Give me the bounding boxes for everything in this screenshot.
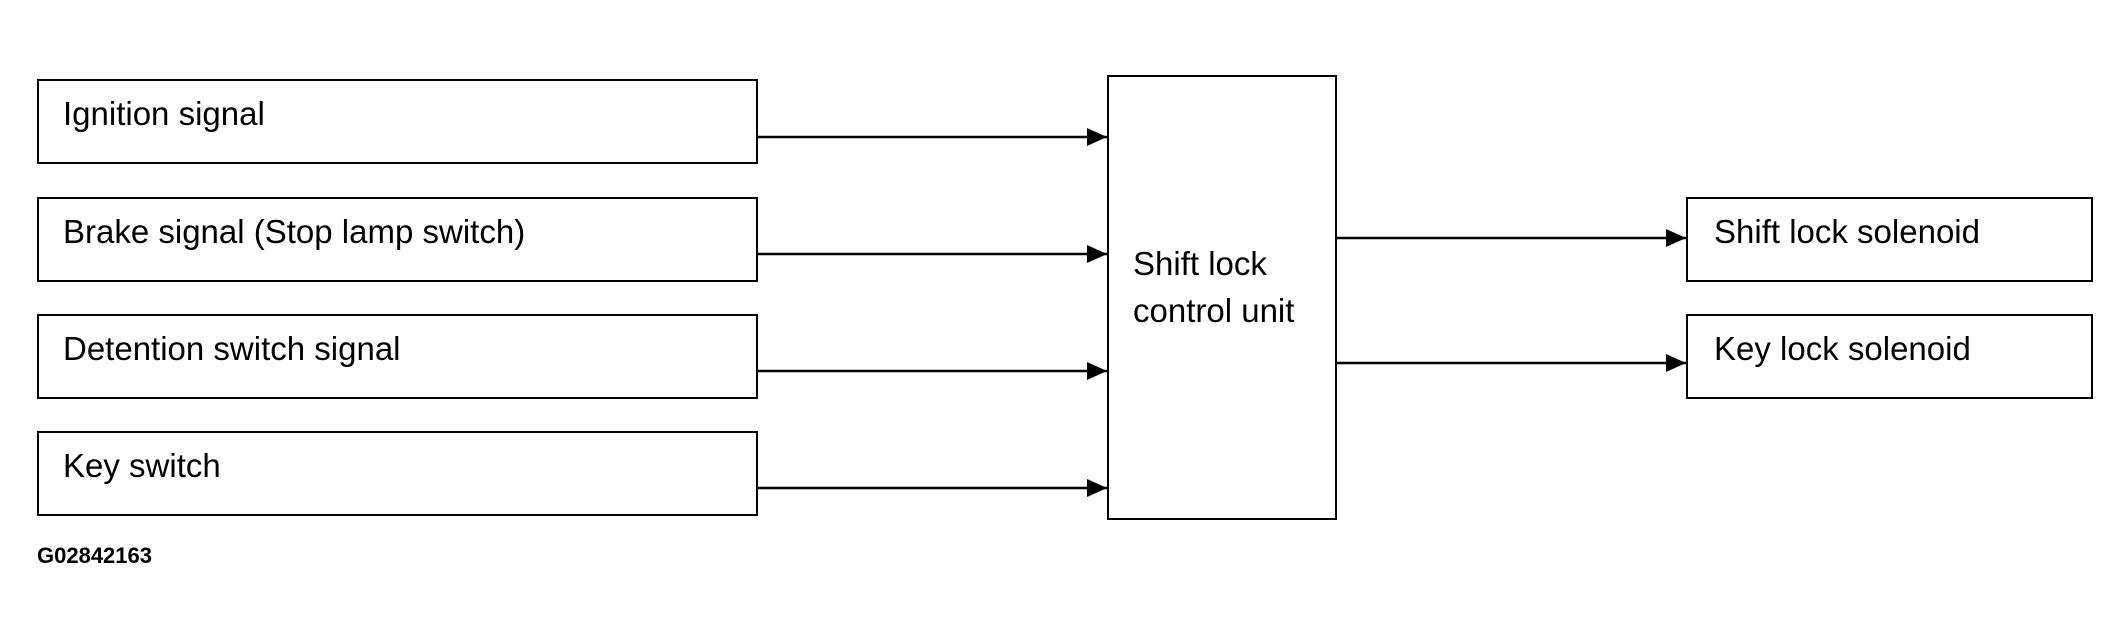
ignition-signal-label: Ignition signal <box>63 95 265 132</box>
key-lock-solenoid-label: Key lock solenoid <box>1714 330 1971 367</box>
input-arrows <box>758 128 1107 497</box>
shift-lock-control-unit-box: Shift lock control unit <box>1107 75 1337 520</box>
brake-signal-box: Brake signal (Stop lamp switch) <box>37 197 758 282</box>
key-switch-box: Key switch <box>37 431 758 516</box>
arrowhead-shift-solenoid <box>1666 229 1686 247</box>
arrowhead-key <box>1087 479 1107 497</box>
detention-switch-signal-box: Detention switch signal <box>37 314 758 399</box>
ignition-signal-box: Ignition signal <box>37 79 758 164</box>
detention-switch-signal-label: Detention switch signal <box>63 330 401 367</box>
shift-lock-solenoid-label: Shift lock solenoid <box>1714 213 1980 250</box>
arrowhead-detention <box>1087 362 1107 380</box>
arrowhead-key-solenoid <box>1666 354 1686 372</box>
brake-signal-label: Brake signal (Stop lamp switch) <box>63 213 526 250</box>
key-lock-solenoid-box: Key lock solenoid <box>1686 314 2093 399</box>
output-arrows <box>1337 229 1686 372</box>
arrowhead-brake <box>1087 245 1107 263</box>
key-switch-label: Key switch <box>63 447 221 484</box>
shift-lock-solenoid-box: Shift lock solenoid <box>1686 197 2093 282</box>
figure-code: G02842163 <box>37 543 152 568</box>
shift-lock-control-unit-label: Shift lock control unit <box>1133 245 1295 329</box>
arrowhead-ignition <box>1087 128 1107 146</box>
